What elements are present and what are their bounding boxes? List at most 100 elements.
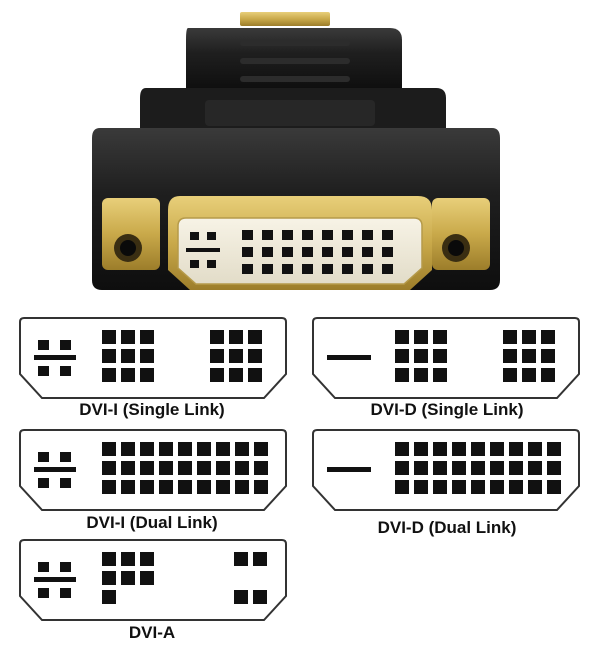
caption-dvi-a: DVI-A bbox=[128, 623, 176, 642]
pin bbox=[216, 480, 230, 494]
pin bbox=[433, 480, 447, 494]
analog-pin bbox=[60, 340, 71, 350]
face-pin bbox=[302, 247, 313, 257]
pin bbox=[490, 480, 504, 494]
caption-dvi-i-dual: DVI-I (Dual Link) bbox=[86, 513, 218, 532]
face-pin bbox=[242, 247, 253, 257]
pin bbox=[102, 571, 116, 585]
pin bbox=[395, 330, 409, 344]
face-analog-pin bbox=[190, 260, 199, 268]
pin bbox=[490, 442, 504, 456]
ground-blade bbox=[34, 355, 76, 360]
pin bbox=[102, 480, 116, 494]
face-pin bbox=[362, 247, 373, 257]
pin bbox=[140, 552, 154, 566]
hdmi-tip bbox=[240, 12, 330, 26]
pin bbox=[452, 480, 466, 494]
pin bbox=[121, 349, 135, 363]
middle-panel bbox=[205, 100, 375, 126]
face-pin bbox=[262, 230, 273, 240]
pin bbox=[140, 571, 154, 585]
pin bbox=[433, 442, 447, 456]
pin bbox=[522, 330, 536, 344]
ground-blade bbox=[34, 577, 76, 582]
pin bbox=[503, 349, 517, 363]
face-analog-pin bbox=[207, 232, 216, 240]
ground-blade bbox=[327, 467, 371, 472]
face-ground-blade bbox=[186, 248, 220, 252]
pin bbox=[102, 330, 116, 344]
pin bbox=[229, 368, 243, 382]
pin bbox=[159, 442, 173, 456]
pin bbox=[235, 442, 249, 456]
upper-ridge-2 bbox=[240, 58, 350, 64]
face-pin bbox=[282, 247, 293, 257]
pin bbox=[210, 368, 224, 382]
pin bbox=[522, 368, 536, 382]
pin bbox=[395, 368, 409, 382]
analog-pin bbox=[38, 588, 49, 598]
pin bbox=[254, 480, 268, 494]
pin bbox=[433, 349, 447, 363]
pin bbox=[159, 480, 173, 494]
analog-pin bbox=[38, 452, 49, 462]
pin bbox=[197, 442, 211, 456]
pin bbox=[547, 480, 561, 494]
face-pin bbox=[382, 264, 393, 274]
pin bbox=[414, 330, 428, 344]
upper-ridge-3 bbox=[240, 76, 350, 82]
analog-pin bbox=[38, 562, 49, 572]
pin bbox=[140, 330, 154, 344]
face-pin bbox=[282, 264, 293, 274]
pin bbox=[254, 461, 268, 475]
caption-dvi-d-dual: DVI-D (Dual Link) bbox=[377, 518, 517, 537]
pin bbox=[102, 442, 116, 456]
pin bbox=[433, 368, 447, 382]
face-pin bbox=[242, 264, 253, 274]
pin bbox=[197, 480, 211, 494]
pin bbox=[490, 461, 504, 475]
face-pin bbox=[262, 264, 273, 274]
pin bbox=[471, 480, 485, 494]
caption-dvi-d-single: DVI-D (Single Link) bbox=[370, 400, 524, 419]
face-pin bbox=[342, 247, 353, 257]
connector-pins bbox=[186, 230, 393, 274]
pin bbox=[528, 442, 542, 456]
pin bbox=[210, 349, 224, 363]
face-pin bbox=[262, 247, 273, 257]
pin bbox=[248, 330, 262, 344]
pin bbox=[178, 461, 192, 475]
pin bbox=[471, 461, 485, 475]
pin bbox=[140, 480, 154, 494]
analog-pin bbox=[38, 478, 49, 488]
pin bbox=[216, 461, 230, 475]
pin bbox=[452, 461, 466, 475]
pin bbox=[541, 349, 555, 363]
pin bbox=[197, 461, 211, 475]
face-pin bbox=[362, 230, 373, 240]
face-pin bbox=[342, 264, 353, 274]
pin bbox=[414, 368, 428, 382]
pin bbox=[229, 330, 243, 344]
pin bbox=[541, 368, 555, 382]
face-pin bbox=[382, 230, 393, 240]
pin bbox=[234, 590, 248, 604]
face-pin bbox=[322, 247, 333, 257]
analog-pin bbox=[60, 478, 71, 488]
pin bbox=[102, 590, 116, 604]
pin bbox=[433, 461, 447, 475]
pin bbox=[414, 442, 428, 456]
analog-pin bbox=[60, 452, 71, 462]
upper-ridge-1 bbox=[240, 40, 350, 46]
pin bbox=[210, 330, 224, 344]
pin bbox=[541, 330, 555, 344]
pin bbox=[140, 442, 154, 456]
face-pin bbox=[302, 264, 313, 274]
face-analog-pin bbox=[207, 260, 216, 268]
pin bbox=[528, 461, 542, 475]
pin bbox=[235, 480, 249, 494]
pin bbox=[121, 571, 135, 585]
pin bbox=[253, 590, 267, 604]
pin bbox=[216, 442, 230, 456]
caption-dvi-i-single: DVI-I (Single Link) bbox=[79, 400, 225, 419]
